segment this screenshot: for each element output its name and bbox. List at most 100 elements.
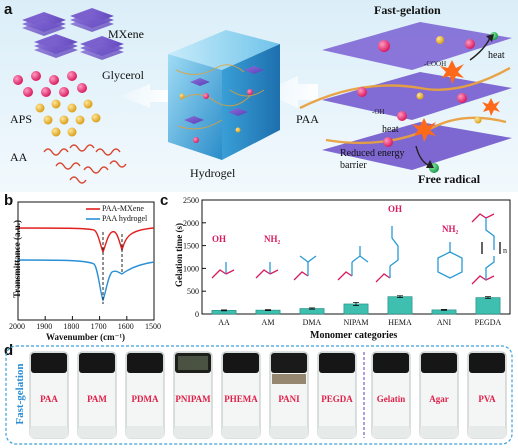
structure-nipam <box>337 246 369 281</box>
gelation-category-label: AA <box>218 318 230 327</box>
label-hema-oh: OH <box>388 204 403 214</box>
gelation-bar-pegda <box>475 297 501 315</box>
ftir-xtick-label: 1500 <box>145 322 161 331</box>
gelation-category-label: PEGDA <box>474 318 502 327</box>
ftir-xtick-label: 1800 <box>63 322 80 331</box>
vials-outer-frame <box>5 345 513 445</box>
gelation-category-label: HEMA <box>388 318 412 327</box>
label-oh: -OH <box>372 108 385 116</box>
vial-label-paa: PAA <box>40 394 58 404</box>
gelation-category-label: NIPAM <box>343 318 369 327</box>
label-reduced-energy: Reduced energy <box>340 148 405 159</box>
gelation-errorbar-ani <box>441 309 447 311</box>
legend-label-hydrogel: PAA hydrogel <box>102 214 148 223</box>
gelation-category-label: AM <box>261 318 275 327</box>
glycerol-molecules <box>13 71 87 97</box>
label-heat-2: heat <box>382 124 399 135</box>
panel-a: a MXene Glycerol APS AA Hydrogel PAA Fas… <box>0 0 518 192</box>
vial-label-agar: Agar <box>429 394 449 404</box>
gelation-ytick-label: 500 <box>187 287 199 296</box>
label-aa: AA <box>10 150 28 164</box>
structure-pegda <box>471 213 501 285</box>
gelation-errorbar-nipam <box>353 301 359 306</box>
panel-a-illustration <box>0 0 518 192</box>
label-fast-gelation: Fast-gelation <box>374 3 441 17</box>
mxene-stacks <box>22 8 124 60</box>
label-free-radical: Free radical <box>418 172 481 186</box>
gelation-ytick-label: 0 <box>195 310 199 319</box>
aa-monomers <box>43 144 127 184</box>
gelation-category-label: DMA <box>302 318 322 327</box>
ftir-ylabel: Transmittance (a.u.) <box>12 219 22 299</box>
vial-label-pnipam: PNIPAM <box>175 394 211 404</box>
panel-c: c 0 500 1000 1500 2000 2500 <box>160 192 518 342</box>
aps-molecules <box>35 99 101 137</box>
ftir-xtick-label: 1600 <box>117 322 134 331</box>
ftir-chart <box>17 201 155 321</box>
panel-letter-d: d <box>4 342 14 359</box>
arrow-to-hydrogel <box>120 84 168 108</box>
gelation-category-label: ANI <box>436 318 452 327</box>
label-paa: PAA <box>296 112 319 126</box>
mechanism-sheets <box>299 22 512 173</box>
vial-label-pva: PVA <box>478 394 496 404</box>
vial-label-phema: PHEMA <box>224 394 258 404</box>
vial-label-pam: PAM <box>87 394 107 404</box>
vial-pani <box>269 351 309 439</box>
arrow-to-mechanism <box>262 76 318 108</box>
vial-label-pegda: PEGDA <box>321 394 353 404</box>
label-glycerol: Glycerol <box>102 68 144 82</box>
panel-letter-c: c <box>160 192 169 209</box>
gelation-bars <box>211 295 501 315</box>
label-ani-nh2: NH₂ <box>442 224 459 234</box>
vial-pnipam <box>173 351 213 439</box>
label-heat-1: heat <box>488 50 505 61</box>
ftir-frame <box>17 201 155 321</box>
gelation-errorbar-am <box>265 309 271 311</box>
vials-group <box>29 351 507 439</box>
gelation-ytick-label: 2000 <box>183 219 199 228</box>
gelation-errorbar-pegda <box>485 296 491 299</box>
label-barrier: barrier <box>340 160 367 171</box>
vial-label-pdma: PDMA <box>131 394 159 404</box>
panel-b: b PAA-MXene PAA hydrogel Transmittance (… <box>0 192 161 342</box>
vial-pva <box>467 351 507 439</box>
label-am-nh2: NH₂ <box>264 234 281 244</box>
vial-label-gelatin: Gelatin <box>376 394 406 404</box>
label-cooh: -COOH <box>424 60 447 68</box>
gelation-bar-hema <box>387 296 413 315</box>
vial-gelatin <box>371 351 411 439</box>
gelation-ylabel: Gelation time (s) <box>174 223 184 287</box>
vial-phema <box>221 351 261 439</box>
panel-letter-a: a <box>4 1 13 18</box>
gelation-ytick-label: 1500 <box>183 242 199 251</box>
gelation-ytick-label: 1000 <box>183 264 199 273</box>
ftir-xticks <box>17 316 155 320</box>
vial-paa <box>29 351 69 439</box>
gelation-yticks: 0 500 1000 1500 2000 2500 <box>183 196 206 319</box>
label-aa-oh: OH <box>212 234 227 244</box>
gelation-xlabel: Monomer categories <box>310 330 398 341</box>
gelation-frame <box>201 199 511 315</box>
ftir-xtick-label: 2000 <box>9 322 25 331</box>
ftir-xtick-label: 1700 <box>90 322 107 331</box>
gelation-ytick-label: 2500 <box>183 196 199 205</box>
legend-label-mxene: PAA-MXene <box>102 204 144 213</box>
gelation-errorbar-hema <box>397 295 403 298</box>
gelation-errorbar-aa <box>221 309 227 312</box>
label-aps: APS <box>10 112 33 126</box>
label-pegda-n: n <box>503 246 507 255</box>
hydrogel-cube <box>168 30 280 160</box>
ftir-xlabel: Wavenumber (cm⁻¹) <box>46 332 126 342</box>
structure-am <box>255 262 279 279</box>
panel-letter-b: b <box>4 192 14 209</box>
gelation-chart: 0 500 1000 1500 2000 2500 <box>183 196 511 319</box>
structure-aa <box>211 262 235 279</box>
vials-frame <box>5 345 513 445</box>
label-mxene: MXene <box>108 27 144 41</box>
vial-pam <box>77 351 117 439</box>
ftir-curve-hydrogel <box>17 259 155 302</box>
vial-label-pani: PANI <box>278 394 300 404</box>
structure-dma <box>293 255 317 281</box>
